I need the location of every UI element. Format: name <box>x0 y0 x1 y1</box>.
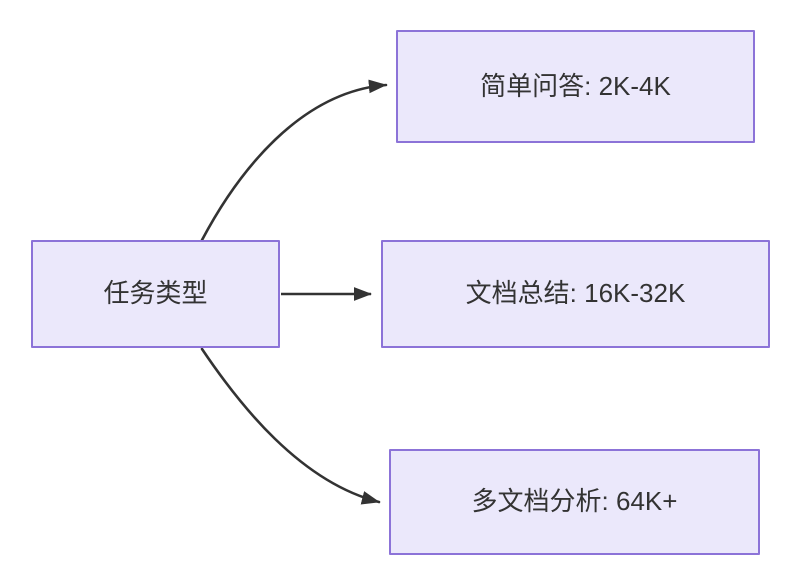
node-doc-summary[interactable]: 文档总结: 16K-32K <box>381 240 770 348</box>
node-root-label: 任务类型 <box>103 278 208 309</box>
edge-root-to-multi-doc <box>200 347 381 505</box>
node-root[interactable]: 任务类型 <box>31 240 280 348</box>
node-doc-summary-label: 文档总结: 16K-32K <box>465 278 686 309</box>
node-simple-qa-label: 简单问答: 2K-4K <box>480 70 671 101</box>
node-multi-doc-analysis-label: 多文档分析: 64K+ <box>471 486 678 517</box>
node-simple-qa[interactable]: 简单问答: 2K-4K <box>396 30 755 143</box>
edge-root-to-simple-qa <box>200 79 388 242</box>
node-multi-doc-analysis[interactable]: 多文档分析: 64K+ <box>389 449 760 555</box>
